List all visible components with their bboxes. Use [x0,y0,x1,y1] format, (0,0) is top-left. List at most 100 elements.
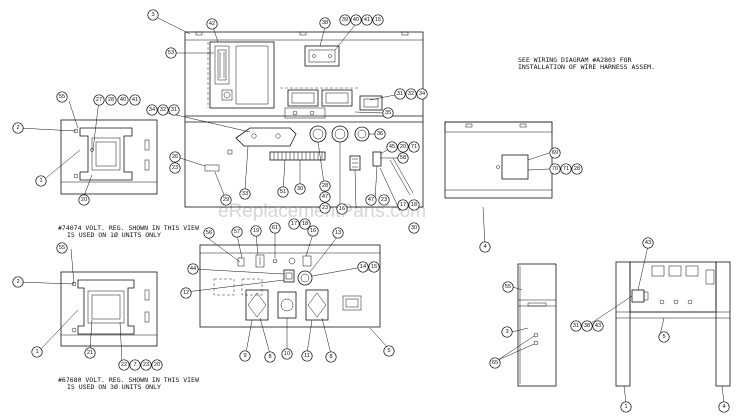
callout-57[interactable]: 57 [231,226,243,238]
callout-47[interactable]: 47 [319,191,331,203]
svg-text:2: 2 [16,125,19,131]
callout-30[interactable]: 30 [408,222,420,234]
svg-text:8: 8 [268,354,271,360]
callout-40[interactable]: 40 [350,14,362,26]
callout-18[interactable]: 18 [408,199,420,211]
svg-text:20: 20 [81,197,87,203]
callout-4[interactable]: 4 [718,401,730,413]
callout-9[interactable]: 9 [239,350,251,362]
callout-70[interactable]: 70 [549,163,561,175]
callout-13[interactable]: 13 [332,227,344,239]
callout-36[interactable]: 36 [374,128,386,140]
callout-34[interactable]: 34 [416,88,428,100]
callout-47[interactable]: 47 [365,194,377,206]
callout-5[interactable]: 5 [383,345,395,357]
callout-20[interactable]: 20 [151,359,163,371]
callout-23[interactable]: 23 [140,359,152,371]
callout-8[interactable]: 8 [325,351,337,363]
callout-55[interactable]: 55 [502,281,514,293]
callout-1[interactable]: 1 [620,401,632,413]
callout-38[interactable]: 38 [581,320,593,332]
callout-43[interactable]: 43 [592,320,604,332]
callout-23[interactable]: 23 [169,162,181,174]
callout-45[interactable]: 45 [386,141,398,153]
callout-10[interactable]: 10 [281,348,293,360]
callout-30[interactable]: 30 [294,183,306,195]
svg-text:28: 28 [322,183,328,189]
callout-53[interactable]: 53 [165,47,177,59]
callout-5[interactable]: 5 [658,331,670,343]
callout-32[interactable]: 32 [405,88,417,100]
callout-12[interactable]: 12 [180,287,192,299]
callout-58[interactable]: 58 [397,152,409,164]
callout-3[interactable]: 3 [147,9,159,21]
callout-31[interactable]: 31 [394,88,406,100]
callout-28[interactable]: 28 [105,94,117,106]
callout-31[interactable]: 31 [168,104,180,116]
callout-26[interactable]: 26 [169,151,181,163]
callout-1[interactable]: 1 [31,346,43,358]
callout-55[interactable]: 55 [56,242,68,254]
callout-22[interactable]: 22 [118,359,130,371]
callout-16[interactable]: 16 [307,225,319,237]
callout-35[interactable]: 35 [382,107,394,119]
callout-40[interactable]: 40 [117,94,129,106]
svg-text:40: 40 [120,97,126,103]
callout-15[interactable]: 15 [368,261,380,273]
callout-28[interactable]: 28 [319,180,331,192]
callout-19[interactable]: 19 [250,225,262,237]
callout-20[interactable]: 20 [397,141,409,153]
callout-2[interactable]: 2 [12,276,24,288]
svg-text:18: 18 [411,202,417,208]
vr3-note-line-2: IS USED ON 3Ø UNITS ONLY [67,383,161,391]
callout-69[interactable]: 69 [549,147,561,159]
callout-56[interactable]: 56 [203,227,215,239]
callout-27[interactable]: 27 [93,94,105,106]
callout-3[interactable]: 3 [501,326,513,338]
callout-28[interactable]: 28 [571,163,583,175]
callout-18[interactable]: 18 [299,218,311,230]
callout-43[interactable]: 43 [642,237,654,249]
callout-21[interactable]: 21 [84,347,96,359]
callout-14[interactable]: 14 [357,261,369,273]
vr3-note-line-1: #67680 VOLT. REG. SHOWN IN THIS VIEW [58,376,199,384]
callout-7[interactable]: 7 [129,359,141,371]
callout-42[interactable]: 42 [206,18,218,30]
callout-31[interactable]: 31 [570,320,582,332]
callout-4[interactable]: 4 [479,241,491,253]
callout-2[interactable]: 2 [12,122,24,134]
svg-text:16: 16 [339,206,345,212]
svg-text:47: 47 [368,197,374,203]
callout-29[interactable]: 29 [220,194,232,206]
callout-39[interactable]: 39 [339,14,351,26]
callout-33[interactable]: 33 [239,188,251,200]
callout-51[interactable]: 51 [277,186,289,198]
callout-16[interactable]: 16 [336,203,348,215]
svg-text:35: 35 [385,110,391,116]
callout-55[interactable]: 55 [56,91,68,103]
callout-32[interactable]: 32 [157,104,169,116]
callout-41[interactable]: 41 [361,14,373,26]
callout-65[interactable]: 65 [489,357,501,369]
callout-34[interactable]: 34 [146,104,158,116]
callout-23[interactable]: 23 [378,194,390,206]
callout-17[interactable]: 17 [288,218,300,230]
callout-38[interactable]: 38 [319,17,331,29]
callout-17[interactable]: 17 [397,199,409,211]
callout-20[interactable]: 20 [78,194,90,206]
callout-23[interactable]: 23 [319,202,331,214]
callout-41[interactable]: 41 [129,94,141,106]
callout-1[interactable]: 1 [35,175,47,187]
svg-text:4: 4 [483,244,486,250]
callout-71[interactable]: 71 [408,141,420,153]
callout-11[interactable]: 11 [301,350,313,362]
vr1-note-line-1: #74074 VOLT. REG. SHOWN IN THIS VIEW [58,224,199,232]
callout-71[interactable]: 71 [560,163,572,175]
svg-text:32: 32 [408,91,414,97]
svg-text:43: 43 [595,323,601,329]
callout-8[interactable]: 8 [264,351,276,363]
callout-61[interactable]: 61 [269,222,281,234]
callout-44[interactable]: 44 [187,263,199,275]
callout-15[interactable]: 15 [372,14,384,26]
